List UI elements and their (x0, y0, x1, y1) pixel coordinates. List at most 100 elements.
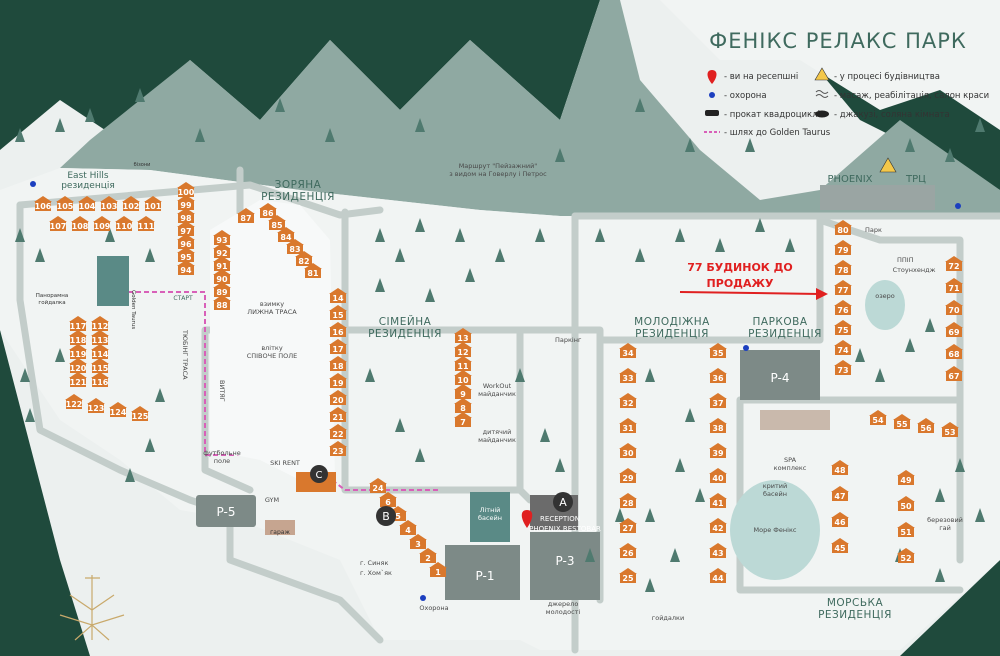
announcement-arrow-head (816, 288, 828, 300)
marker-c (310, 465, 328, 483)
house-number: 69 (948, 328, 960, 337)
house-50: 50 (897, 496, 915, 511)
house-109: 109 (93, 216, 111, 231)
house-123: 123 (87, 398, 105, 413)
house-number: 116 (92, 378, 109, 387)
house-number: 5 (395, 512, 401, 521)
house-25: 25 (619, 568, 637, 583)
summer-field-sub: СПІВОЧЕ ПОЛЕ (247, 352, 298, 360)
legend: - ви на ресепшні - охорона - прокат квад… (704, 67, 989, 138)
house-3: 3 (409, 534, 427, 549)
house-number: 13 (457, 334, 468, 343)
house-30: 30 (619, 443, 637, 458)
house-86: 86 (259, 203, 277, 218)
tree-icon (975, 508, 985, 522)
house-17: 17 (329, 339, 347, 354)
house-number: 113 (92, 336, 109, 345)
house-99: 99 (177, 195, 195, 210)
parking-p3 (530, 532, 600, 600)
house-67: 67 (945, 366, 963, 381)
house-number: 68 (948, 350, 960, 359)
house-number: 123 (88, 404, 105, 413)
house-number: 89 (216, 288, 228, 297)
tubing-label: ТЮБІНГ ТРАСА (181, 329, 189, 380)
summer-pool-label: Літній (480, 506, 501, 514)
house-number: 8 (460, 404, 466, 413)
house-111: 111 (137, 216, 155, 231)
house-number: 98 (180, 214, 192, 223)
covered-pool-sub: басейн (763, 490, 787, 498)
house-number: 43 (712, 549, 723, 558)
house-number: 76 (837, 306, 849, 315)
house-number: 42 (712, 524, 723, 533)
house-106: 106 (34, 196, 52, 211)
tree-icon (670, 548, 680, 562)
tree-icon (455, 228, 465, 242)
parkova-label: ПАРКОВА (752, 316, 807, 328)
house-number: 14 (332, 294, 344, 303)
swings-label: гойдалки (652, 614, 684, 622)
summer-field-label: влітку (261, 344, 283, 352)
house-78: 78 (834, 260, 852, 275)
house-number: 102 (123, 202, 140, 211)
house-90: 90 (213, 269, 231, 284)
house-124: 124 (109, 402, 127, 417)
house-4: 4 (399, 520, 417, 535)
football-label: футбольне (203, 449, 240, 457)
tree-icon (465, 268, 475, 282)
lake (865, 280, 905, 330)
tree-icon (685, 138, 695, 152)
house-number: 112 (92, 322, 109, 331)
phoenix-trc-building (820, 185, 935, 210)
house-46: 46 (831, 512, 849, 527)
house-49: 49 (897, 470, 915, 485)
house-number: 41 (712, 499, 724, 508)
house-number: 124 (110, 408, 127, 417)
house-number: 80 (837, 226, 849, 235)
tree-icon (365, 368, 375, 382)
house-number: 3 (415, 540, 421, 549)
tree-icon (975, 118, 985, 132)
legend-construction: - у процесі будівництва (834, 72, 940, 82)
house-number: 75 (837, 326, 849, 335)
house-number: 38 (712, 424, 724, 433)
forest-left (0, 330, 90, 656)
house-120: 120 (69, 358, 87, 373)
house-43: 43 (709, 543, 727, 558)
house-117: 117 (69, 316, 87, 331)
phoenix-label: PHOENIX (827, 174, 872, 185)
tree-icon (955, 458, 965, 472)
house-81: 81 (304, 263, 322, 278)
house-24: 24 (369, 478, 387, 493)
garage-building (265, 520, 295, 535)
house-33: 33 (619, 368, 637, 383)
east-hills-pool (97, 256, 129, 306)
house-112: 112 (91, 316, 109, 331)
house-70: 70 (945, 300, 963, 315)
legend-quad: - прокат квадроциклів (724, 110, 825, 120)
house-118: 118 (69, 330, 87, 345)
tree-icon (715, 238, 725, 252)
kids-label: дитячий (483, 428, 512, 436)
house-number: 125 (132, 412, 149, 421)
tree-icon (935, 568, 945, 582)
parking-p4-label: P-4 (771, 371, 790, 385)
simeyna-sub: РЕЗИДЕНЦІЯ (368, 328, 442, 340)
legend-quad-icon (705, 110, 719, 116)
house-41: 41 (709, 493, 727, 508)
house-15: 15 (329, 305, 347, 320)
house-121: 121 (69, 372, 87, 387)
house-number: 28 (622, 499, 634, 508)
house-number: 82 (298, 257, 309, 266)
house-number: 25 (622, 574, 634, 583)
house-74: 74 (834, 340, 852, 355)
house-38: 38 (709, 418, 727, 433)
announcement-line1: 77 БУДИНОК ДО (687, 261, 793, 274)
house-19: 19 (329, 373, 347, 388)
tree-icon (675, 458, 685, 472)
house-number: 32 (622, 399, 633, 408)
house-20: 20 (329, 390, 347, 405)
house-number: 21 (332, 413, 344, 422)
house-116: 116 (91, 372, 109, 387)
